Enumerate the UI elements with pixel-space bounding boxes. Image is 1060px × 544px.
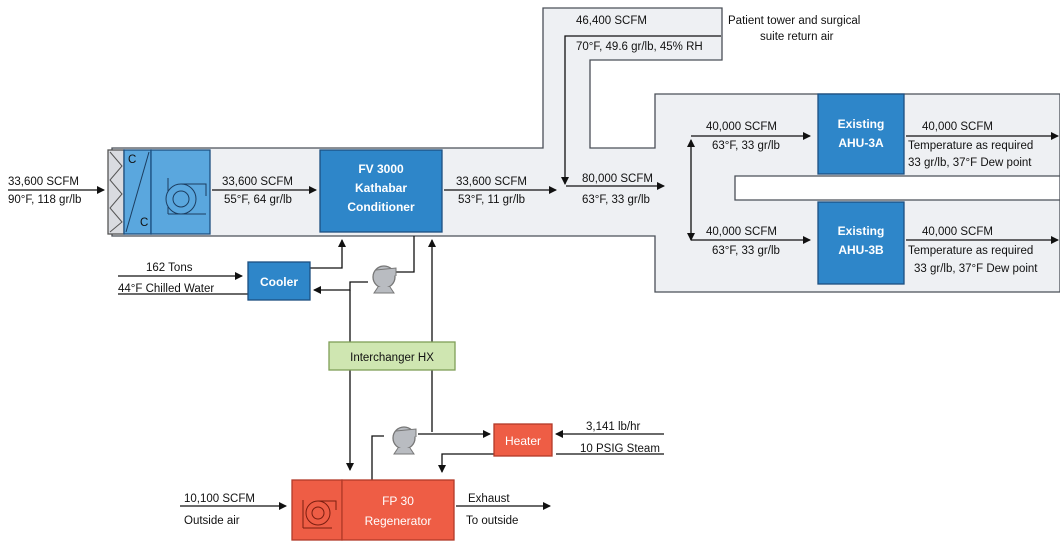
- ahu-3b-out-line-2: Temperature as required: [908, 245, 1033, 257]
- ahu-3a-out-line-2: Temperature as required: [908, 140, 1033, 152]
- steam-pressure: 10 PSIG Steam: [580, 443, 660, 455]
- mixed-condition: 63°F, 33 gr/lb: [582, 194, 650, 206]
- ahu-3b-label-2: AHU-3B: [838, 243, 884, 257]
- conditioner-box: FV 3000 Kathabar Conditioner: [319, 149, 443, 233]
- coil-letter-top: C: [128, 154, 136, 166]
- ahu-3a-label-1: Existing: [838, 117, 885, 131]
- heater-box: Heater: [493, 423, 553, 457]
- regenerator-unit: FP 30 Regenerator: [291, 479, 455, 541]
- after-conditioner-flow: 33,600 SCFM: [456, 176, 527, 188]
- heater-label: Heater: [505, 434, 541, 448]
- cooler-label: Cooler: [260, 275, 298, 289]
- to-ahu-3b-flow: 40,000 SCFM: [706, 226, 777, 238]
- regenerator-fan-icon: [302, 500, 337, 529]
- return-air-condition: 70°F, 49.6 gr/lb, 45% RH: [576, 41, 703, 53]
- return-air-flow: 46,400 SCFM: [576, 15, 647, 27]
- steam-rate: 3,141 lb/hr: [586, 421, 641, 433]
- intake-unit: C C: [107, 149, 211, 235]
- conditioner-label-3: Conditioner: [347, 200, 415, 214]
- inlet-flow: 33,600 SCFM: [8, 176, 79, 188]
- after-coil-flow: 33,600 SCFM: [222, 176, 293, 188]
- exhaust-label: Exhaust: [468, 493, 510, 505]
- branch-divider: [734, 175, 1060, 201]
- to-ahu-3a-condition: 63°F, 33 gr/lb: [712, 140, 780, 152]
- cooler-box: Cooler: [247, 261, 311, 301]
- conditioner-label-2: Kathabar: [355, 181, 407, 195]
- mixed-flow: 80,000 SCFM: [582, 173, 653, 185]
- ahu-3b-label-1: Existing: [838, 224, 885, 238]
- outside-air-label: Outside air: [184, 515, 240, 527]
- regenerator-label-2: Regenerator: [365, 514, 432, 528]
- outside-air-flow: 10,100 SCFM: [184, 493, 255, 505]
- ahu-3b-out-flow: 40,000 SCFM: [922, 226, 993, 238]
- upper-pump-icon: [372, 265, 397, 294]
- ahu-3a-box: Existing AHU-3A: [817, 93, 905, 175]
- regenerator-box: [341, 479, 455, 541]
- interchanger-label: Interchanger HX: [350, 352, 434, 364]
- conditioner-label-1: FV 3000: [358, 162, 404, 176]
- coil-letter-bottom: C: [140, 217, 148, 229]
- ahu-3b-box: Existing AHU-3B: [817, 201, 905, 285]
- flow-labels: 33,600 SCFM 90°F, 118 gr/lb 33,600 SCFM …: [8, 15, 1038, 527]
- regenerator-label-1: FP 30: [382, 494, 414, 508]
- interchanger-box: Interchanger HX: [328, 341, 456, 371]
- flow-lines: [8, 35, 1059, 510]
- return-air-note-2: suite return air: [760, 31, 834, 43]
- exhaust-destination: To outside: [466, 515, 518, 527]
- ahu-3a-out-line-3: 33 gr/lb, 37°F Dew point: [908, 157, 1032, 169]
- to-ahu-3b-condition: 63°F, 33 gr/lb: [712, 245, 780, 257]
- after-conditioner-condition: 53°F, 11 gr/lb: [458, 194, 525, 206]
- inlet-condition: 90°F, 118 gr/lb: [8, 194, 81, 206]
- chilled-water-temp: 44°F Chilled Water: [118, 283, 214, 295]
- ahu-3b-out-line-3: 33 gr/lb, 37°F Dew point: [914, 263, 1038, 275]
- to-ahu-3a-flow: 40,000 SCFM: [706, 121, 777, 133]
- lower-pump-icon: [392, 426, 417, 455]
- return-air-note-1: Patient tower and surgical: [728, 15, 860, 27]
- filter-zigzag: [109, 151, 123, 233]
- ahu-3a-label-2: AHU-3A: [838, 136, 884, 150]
- chilled-water-load: 162 Tons: [146, 262, 193, 274]
- fan-icon: [165, 178, 207, 215]
- after-coil-condition: 55°F, 64 gr/lb: [224, 194, 292, 206]
- ahu-3a-out-flow: 40,000 SCFM: [922, 121, 993, 133]
